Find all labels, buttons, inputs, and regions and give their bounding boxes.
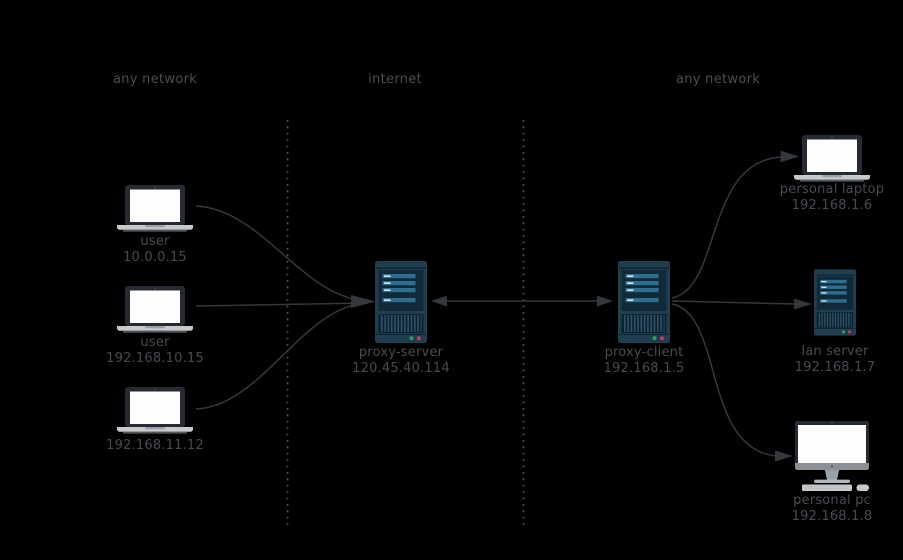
node-ip: 10.0.0.15 bbox=[123, 249, 187, 265]
node-personal-laptop: personal laptop 192.168.1.6 bbox=[762, 135, 902, 213]
laptop-icon bbox=[117, 387, 193, 434]
node-user3: 192.168.11.12 bbox=[85, 387, 225, 454]
node-ip: 192.168.10.15 bbox=[106, 350, 204, 366]
node-ip: 192.168.1.7 bbox=[794, 359, 876, 375]
laptop-icon bbox=[117, 286, 193, 333]
server-icon bbox=[618, 261, 670, 343]
section-label-any-network-right: any network bbox=[675, 72, 761, 87]
node-lan-server: lan server 192.168.1.7 bbox=[765, 263, 903, 375]
node-ip: 192.168.1.6 bbox=[791, 197, 873, 213]
node-user1: user 10.0.0.15 bbox=[85, 185, 225, 265]
laptop-icon bbox=[794, 135, 870, 182]
node-ip: 192.168.1.5 bbox=[603, 360, 685, 376]
monitor-icon bbox=[793, 421, 871, 491]
section-label-any-network-left: any network bbox=[112, 72, 198, 87]
node-label: personal laptop bbox=[779, 182, 885, 197]
node-ip: 192.168.1.8 bbox=[791, 508, 873, 524]
server-icon bbox=[375, 261, 427, 343]
node-personal-pc: personal pc 192.168.1.8 bbox=[761, 421, 903, 524]
node-label: personal pc bbox=[793, 493, 871, 508]
section-label-internet: internet bbox=[368, 72, 422, 87]
node-proxy-client: proxy-client 192.168.1.5 bbox=[574, 261, 714, 376]
laptop-icon bbox=[117, 185, 193, 232]
node-ip: 120.45.40.114 bbox=[352, 360, 450, 376]
node-user2: user 192.168.10.15 bbox=[85, 286, 225, 366]
node-proxy-server: proxy-server 120.45.40.114 bbox=[331, 261, 471, 376]
node-label: proxy-server bbox=[358, 345, 444, 360]
node-label: lan server bbox=[801, 344, 869, 359]
node-label: user bbox=[140, 234, 170, 249]
node-label: proxy-client bbox=[604, 345, 684, 360]
node-ip: 192.168.11.12 bbox=[106, 438, 204, 453]
server-icon bbox=[814, 263, 856, 342]
node-label: user bbox=[140, 335, 170, 350]
